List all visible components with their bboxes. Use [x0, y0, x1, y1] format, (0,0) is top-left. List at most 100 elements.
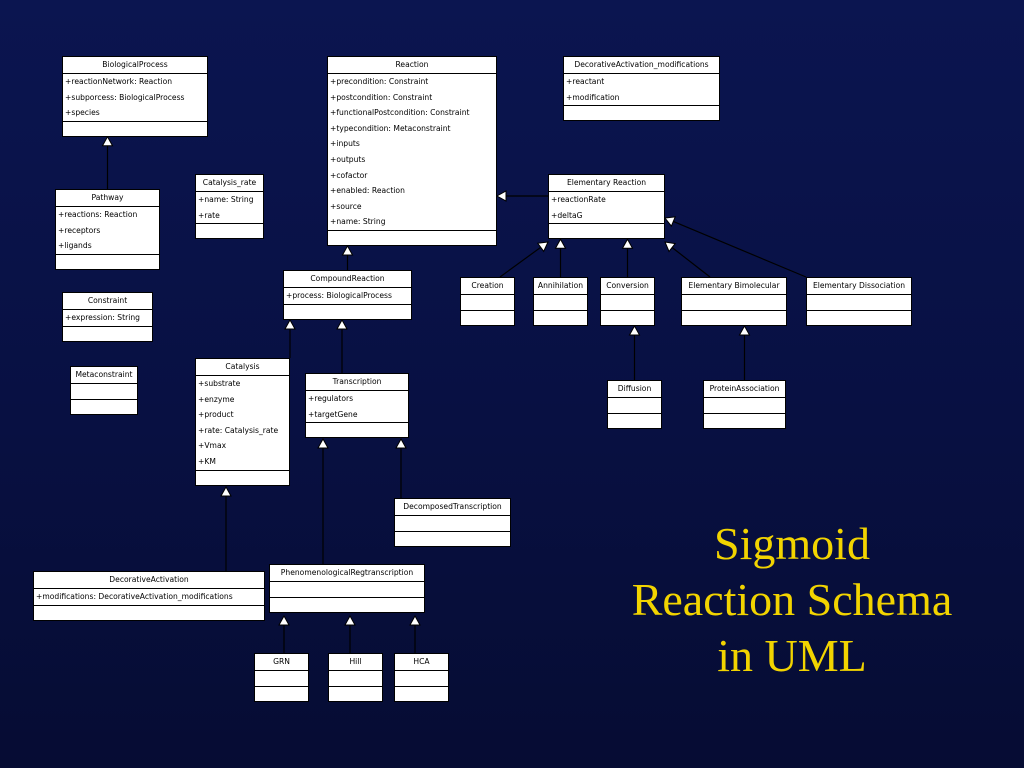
class-name: DecorativeActivation: [34, 572, 264, 589]
class-operations: [284, 305, 411, 319]
class-operations: [807, 311, 911, 325]
class-attributes: [329, 671, 382, 687]
class-attribute: +Vmax: [198, 441, 227, 451]
class-operations: [329, 687, 382, 701]
class-attributes: +regulators+targetGene: [306, 391, 408, 424]
class-box-elementary-dissociation: Elementary Dissociation: [806, 277, 912, 326]
class-attribute: +inputs: [330, 139, 360, 149]
class-attributes: +reactant+modification: [564, 74, 719, 107]
class-attributes: [395, 516, 510, 532]
class-attributes: [807, 295, 911, 311]
class-attributes: +modifications: DecorativeActivation_mod…: [34, 589, 264, 606]
class-attributes: +process: BiologicalProcess: [284, 288, 411, 305]
class-name: Catalysis: [196, 359, 289, 376]
class-box-diffusion: Diffusion: [607, 380, 662, 429]
class-attributes: [395, 671, 448, 687]
class-attribute: +outputs: [330, 154, 366, 164]
class-attribute: +species: [65, 108, 100, 118]
slide-title-line-2: Reaction Schema: [631, 574, 953, 625]
class-box-annihilation: Annihilation: [533, 277, 588, 326]
generalization-arrowhead-catalysis: [220, 485, 232, 497]
class-name: GRN: [255, 654, 308, 671]
class-name: Conversion: [601, 278, 654, 295]
class-attribute: +enabled: Reaction: [330, 186, 405, 196]
class-attribute: +ligands: [58, 241, 92, 251]
generalization-arrowhead-phenomenologicalregtranscription: [278, 614, 290, 626]
class-attributes: [682, 295, 786, 311]
class-name: DecomposedTranscription: [395, 499, 510, 516]
slide-title-line-3: in UML: [717, 630, 867, 681]
class-operations: [196, 471, 289, 485]
class-name: Diffusion: [608, 381, 661, 398]
class-name: Pathway: [56, 190, 159, 207]
generalization-arrowhead-phenomenologicalregtranscription: [409, 614, 421, 626]
class-attribute: +source: [330, 201, 362, 211]
class-box-reaction: Reaction+precondition: Constraint+postco…: [327, 56, 497, 246]
class-name: Catalysis_rate: [196, 175, 263, 192]
class-attribute: +targetGene: [308, 409, 358, 419]
class-attributes: [608, 398, 661, 414]
class-box-metaconstraint: Metaconstraint: [70, 366, 138, 415]
generalization-arrowhead-conversion: [628, 324, 641, 336]
class-attribute: +process: BiologicalProcess: [286, 291, 392, 300]
class-attributes: +substrate+enzyme+product+rate: Catalysi…: [196, 376, 289, 471]
class-name: Elementary Reaction: [549, 175, 664, 192]
class-attribute: +reactions: Reaction: [58, 210, 138, 219]
generalization-arrowhead-elementary-reaction: [621, 238, 634, 249]
class-box-decorativeactivation-modifications: DecorativeActivation_modifications+react…: [563, 56, 720, 122]
class-box-catalysis: Catalysis+substrate+enzyme+product+rate:…: [195, 358, 290, 486]
class-operations: [34, 606, 264, 620]
class-name: Hill: [329, 654, 382, 671]
class-operations: [601, 311, 654, 325]
generalization-arrowhead-compoundreaction: [284, 318, 296, 330]
class-attribute: +typecondition: Metaconstraint: [330, 123, 451, 133]
class-attributes: +reactions: Reaction+receptors+ligands: [56, 207, 159, 255]
class-attributes: [601, 295, 654, 311]
generalization-arrowhead-elementary-reaction: [536, 241, 549, 253]
generalization-arrowhead-elementary-reaction: [554, 238, 567, 249]
class-operations: [549, 224, 664, 238]
class-attribute: +modification: [566, 92, 620, 102]
class-box-decorativeactivation: DecorativeActivation+modifications: Deco…: [33, 571, 265, 621]
class-name: Elementary Bimolecular: [682, 278, 786, 295]
class-attribute: +rate: Catalysis_rate: [198, 425, 279, 435]
class-attributes: +reactionNetwork: Reaction+subporcess: B…: [63, 74, 207, 122]
class-name: CompoundReaction: [284, 271, 411, 288]
generalization-arrowhead-compoundreaction: [336, 318, 348, 330]
class-box-grn: GRN: [254, 653, 309, 702]
slide-title-line-1: Sigmoid: [714, 518, 870, 569]
class-operations: [564, 106, 719, 120]
class-name: Elementary Dissociation: [807, 278, 911, 295]
class-name: HCA: [395, 654, 448, 671]
class-name: PhenomenologicalRegtranscription: [270, 565, 424, 582]
class-attribute: +enzyme: [198, 394, 235, 404]
generalization-line-elementary-dissociation-to-elementary-reaction: [673, 220, 807, 278]
class-attribute: +name: String: [198, 195, 254, 204]
generalization-line-creation-to-elementary-reaction: [499, 246, 542, 278]
class-box-proteinassociation: ProteinAssociation: [703, 380, 786, 429]
generalization-arrowhead-biologicalprocess: [101, 135, 114, 147]
class-attributes: [704, 398, 785, 414]
class-attributes: +name: String+rate: [196, 192, 263, 225]
class-attributes: [534, 295, 587, 311]
class-attribute: +subporcess: BiologicalProcess: [65, 92, 185, 102]
class-operations: [461, 311, 514, 325]
class-attribute: +substrate: [198, 379, 241, 388]
class-attribute: +cofactor: [330, 170, 368, 180]
class-attribute: +reactionRate: [551, 195, 606, 204]
class-box-phenomenologicalregtranscription: PhenomenologicalRegtranscription: [269, 564, 425, 613]
class-operations: [328, 231, 496, 245]
class-name: Creation: [461, 278, 514, 295]
generalization-line-elementary-bimolecular-to-elementary-reaction: [671, 247, 711, 278]
generalization-arrowhead-reaction: [495, 190, 507, 202]
generalization-arrowhead-phenomenologicalregtranscription: [344, 614, 356, 626]
class-box-compoundreaction: CompoundReaction +process: BiologicalProc…: [283, 270, 412, 320]
class-attribute: +KM: [198, 456, 216, 466]
class-attributes: [270, 582, 424, 598]
class-attributes: [255, 671, 308, 687]
class-operations: [63, 327, 152, 341]
generalization-arrowhead-reaction: [341, 244, 354, 256]
class-operations: [534, 311, 587, 325]
class-name: Annihilation: [534, 278, 587, 295]
